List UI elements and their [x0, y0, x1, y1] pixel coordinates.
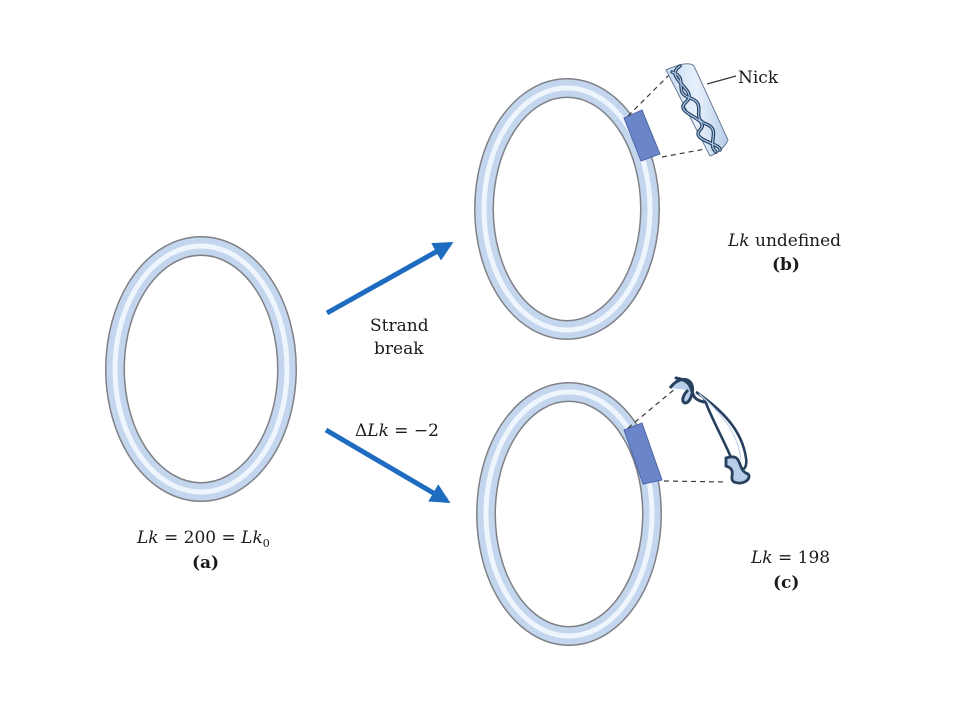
lk-undefined-label: Lk undefined: [728, 230, 841, 252]
lk-symbol: Lk: [137, 528, 159, 548]
lk-symbol: Lk: [751, 548, 773, 568]
panel-tag-b: (b): [772, 255, 800, 275]
delta-lk-value: = −2: [388, 421, 439, 441]
lk-undefined-text: undefined: [749, 231, 842, 251]
lk-symbol: Lk: [367, 421, 389, 441]
lk0-symbol: Lk: [241, 528, 263, 548]
panel-tag-c: (c): [773, 573, 800, 593]
highlight-segment-c: [623, 422, 663, 485]
panel-tag-a: (a): [192, 553, 220, 573]
circular-dna-b: [474, 78, 661, 340]
upper-arrow: [325, 241, 454, 316]
nicked-segment-b: [623, 109, 661, 162]
circular-dna-a: [105, 236, 297, 502]
delta-lk-label: ΔLk = −2: [355, 420, 439, 442]
nick-pointer-line: [706, 75, 737, 85]
nicked-helix-detail: [665, 63, 737, 157]
nick-label: Nick: [738, 68, 779, 88]
strand-break-line2: break: [374, 339, 424, 359]
zoom-leaders-c: [627, 387, 727, 483]
lk-value-text: = 200 =: [158, 528, 242, 548]
strand-break-line1: Strand: [370, 316, 429, 336]
lk-198-text: = 198: [772, 548, 831, 568]
lower-arrow: [324, 427, 451, 504]
delta-symbol: Δ: [355, 421, 368, 441]
lk0-subscript: 0: [262, 537, 270, 550]
underwound-helix-detail: [668, 376, 751, 485]
lk-198-label: Lk = 198: [751, 547, 830, 569]
lk-symbol: Lk: [728, 231, 750, 251]
circular-dna-c: [476, 382, 663, 646]
lk-equals-lk0-label: Lk = 200 = Lk0: [137, 527, 270, 551]
